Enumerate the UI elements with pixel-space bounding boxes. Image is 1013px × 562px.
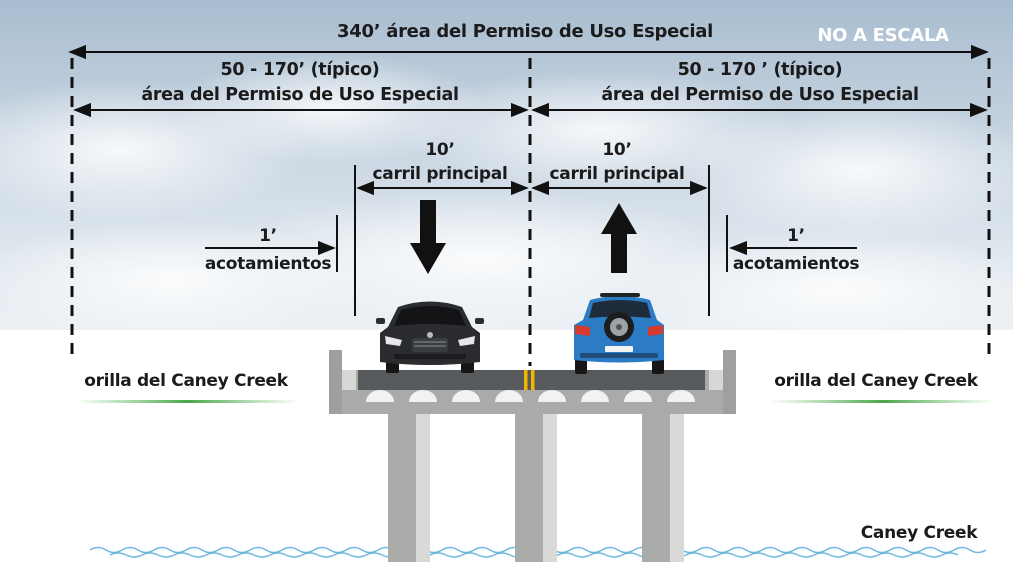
left-bank-grass [75, 400, 300, 403]
creek-label: Caney Creek [860, 523, 978, 543]
centerline-stripe-1 [524, 370, 528, 390]
northbound-direction-arrow [601, 203, 637, 273]
top-dimension-label: 340’ área del Permiso de Uso Especial [337, 21, 713, 42]
right-bank-label: orilla del Caney Creek [774, 371, 978, 391]
right-bank-grass [770, 400, 995, 403]
right-shoulder-width: 1’ [787, 226, 805, 246]
right-section-width: 50 - 170 ’ (típico) [677, 60, 843, 80]
right-lane-width: 10’ [602, 140, 632, 160]
left-shoulder-width: 1’ [259, 226, 277, 246]
scale-note: NO A ESCALA [817, 25, 949, 46]
right-shoulder-label: acotamientos [732, 254, 860, 274]
southbound-direction-arrow [410, 200, 446, 274]
centerline-stripe-2 [531, 370, 535, 390]
right-lane-label: carril principal [549, 164, 685, 184]
left-bank-label: orilla del Caney Creek [84, 371, 288, 391]
left-shoulder-label: acotamientos [204, 254, 332, 274]
right-car [574, 293, 664, 374]
left-lane-width: 10’ [425, 140, 455, 160]
left-section-width: 50 - 170’ (típico) [220, 60, 380, 80]
left-car [376, 301, 484, 373]
right-section-label: área del Permiso de Uso Especial [601, 85, 919, 105]
bridge-piers [388, 413, 684, 562]
left-lane-label: carril principal [372, 164, 508, 184]
left-section-label: área del Permiso de Uso Especial [141, 85, 459, 105]
